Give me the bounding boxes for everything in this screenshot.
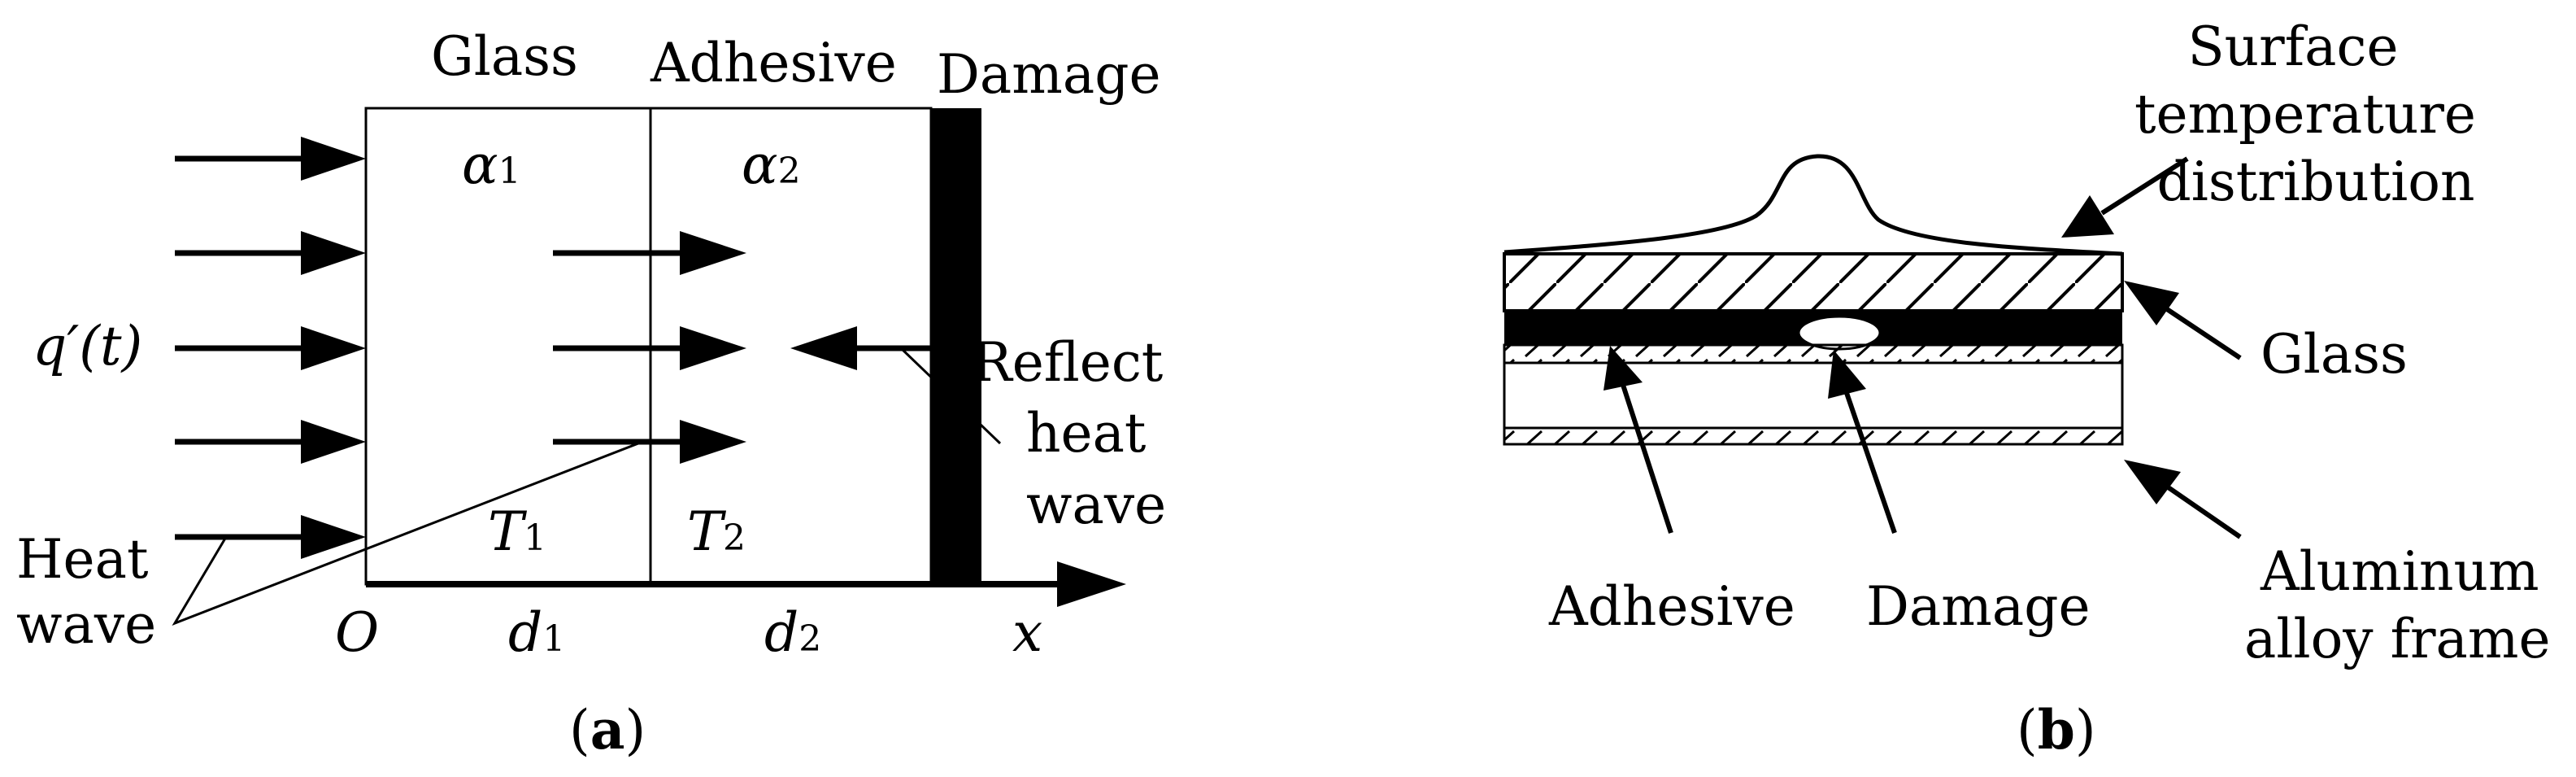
adhesive-pointer-arrow [1620, 382, 1673, 534]
panel-a: Glass Adhesive Damage [16, 25, 1166, 762]
damage-pointer-head [1828, 350, 1866, 399]
transmitted-arrow-head [680, 326, 746, 370]
adhesive-label-b: Adhesive [1548, 575, 1795, 638]
frame-pointer-head [2124, 460, 2181, 504]
heat-flux-label: q′(t) [33, 315, 142, 378]
transmitted-arrow-head [680, 420, 746, 464]
transmitted-arrow-head [680, 231, 746, 275]
glass-pointer-head [2124, 281, 2179, 325]
reflect-label-1: Reflect [972, 331, 1163, 394]
surface-label-1: Surface [2187, 15, 2398, 78]
heat-wave-label-1: Heat [16, 528, 149, 591]
damage-bar [931, 108, 981, 584]
heat-arrow-head [301, 137, 366, 181]
glass-label-b: Glass [2261, 323, 2408, 386]
heat-wave-label-2: wave [16, 593, 156, 656]
T1-symbol: T1 [488, 500, 546, 563]
frame-bottom-band [1503, 426, 2124, 446]
damage-label: Damage [937, 43, 1161, 106]
alpha1-symbol: α1 [462, 133, 521, 196]
incoming-heat-arrows [175, 137, 366, 559]
heat-arrow-head [301, 326, 366, 370]
reflect-leader-line [899, 347, 1002, 445]
caption-b: (b) [2017, 698, 2096, 762]
glass-pointer-arrow [2163, 305, 2242, 360]
heat-arrow-head [301, 231, 366, 275]
heat-wave-leader-line [172, 442, 639, 626]
panel-b: Surface temperature distribution Glass A… [1503, 15, 2551, 762]
glass-layer-hatched [1503, 252, 2124, 312]
frame-label-1: Aluminum [2260, 540, 2539, 603]
adhesive-label: Adhesive [650, 32, 897, 94]
glass-label: Glass [431, 25, 578, 88]
heat-arrow-head [301, 420, 366, 464]
frame-label-2: alloy frame [2244, 608, 2551, 670]
surface-pointer-head [2061, 195, 2114, 238]
d1-symbol: d1 [508, 601, 565, 664]
alpha2-symbol: α2 [742, 133, 801, 196]
caption-a: (a) [569, 698, 646, 762]
frame-top-band [1503, 343, 2124, 364]
T2-symbol: T2 [687, 500, 746, 563]
surface-temperature-curve [1503, 154, 2123, 256]
surface-pointer-arrow [2100, 156, 2189, 216]
damage-label-b: Damage [1866, 575, 2091, 638]
d2-symbol: d2 [764, 601, 821, 664]
x-axis-arrowhead [1057, 561, 1126, 607]
transmitted-heat-arrows [553, 231, 746, 464]
origin-label: O [335, 601, 379, 664]
x-axis-label: x [1012, 601, 1042, 664]
adhesive-pointer-head [1603, 346, 1643, 391]
frame-pointer-arrow [2165, 484, 2242, 539]
surface-label-3: distribution [2156, 151, 2474, 213]
reflect-label-3: wave [1026, 474, 1166, 536]
frame-cavity [1503, 361, 2124, 430]
reflected-arrow-head [790, 326, 857, 370]
surface-label-2: temperature [2134, 83, 2476, 146]
heat-arrow-head [301, 515, 366, 559]
damage-pointer-arrow [1843, 390, 1897, 534]
reflect-label-2: heat [1026, 402, 1146, 465]
